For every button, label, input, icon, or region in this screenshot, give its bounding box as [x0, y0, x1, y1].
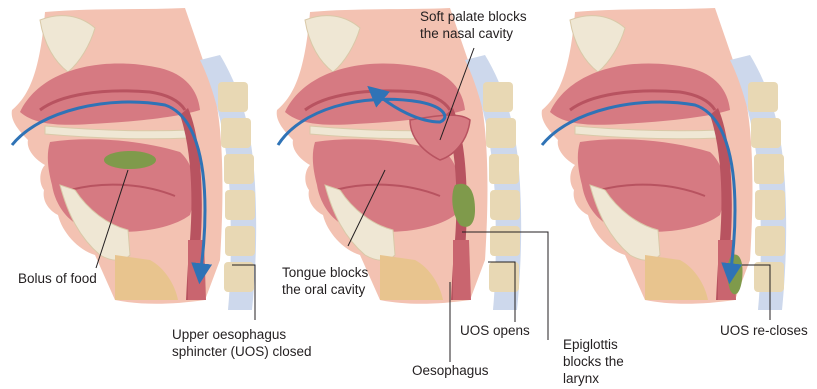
label-epiglottis: Epiglottis blocks the larynx	[563, 336, 624, 387]
panel-2	[277, 8, 548, 362]
label-tongue: Tongue blocks the oral cavity	[282, 264, 368, 298]
label-uos-recloses: UOS re-closes	[720, 322, 808, 339]
label-uos-opens: UOS opens	[460, 322, 530, 339]
label-soft-palate: Soft palate blocks the nasal cavity	[420, 8, 527, 42]
label-bolus-of-food: Bolus of food	[18, 270, 97, 287]
label-uos-closed: Upper oesophagus sphincter (UOS) closed	[172, 326, 312, 360]
label-oesophagus: Oesophagus	[412, 362, 489, 379]
panel-3	[542, 8, 786, 320]
bolus-of-food	[104, 151, 156, 169]
